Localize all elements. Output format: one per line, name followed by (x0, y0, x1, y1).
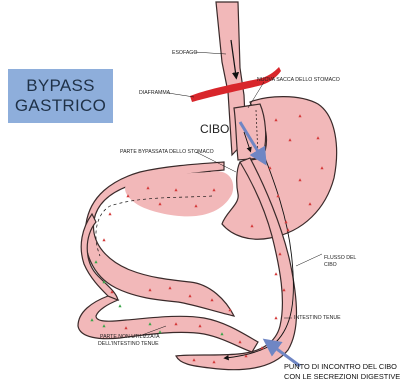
label-esofago: ESOFAGO (172, 50, 197, 56)
label-punto-1: PUNTO DI INCONTRO DEL CIBO (284, 362, 397, 371)
title-box: BYPASS GASTRICO (8, 69, 113, 123)
title-line-1: BYPASS (26, 76, 95, 96)
label-flusso-2: CIBO (324, 262, 337, 268)
leader-diaframma (168, 93, 194, 97)
bypassed-duodenum-body (125, 171, 233, 216)
villus-marker (274, 272, 277, 275)
label-intestino-tenue: INTESTINO TENUE (294, 315, 341, 321)
title-line-2: GASTRICO (15, 96, 106, 116)
label-cibo: CIBO (200, 122, 229, 136)
stomach-pouch (234, 104, 266, 160)
label-nuova-sacca: NUOVA SACCA DELLO STOMACO (257, 77, 340, 83)
label-parte-non-2: DELL'INTESTINO TENUE (98, 341, 159, 347)
villus-marker (102, 238, 105, 241)
label-flusso-1: FLUSSO DEL (324, 255, 356, 261)
villus-marker (108, 212, 111, 215)
label-diaframma: DIAFRAMMA (139, 90, 170, 96)
villus-marker (118, 304, 121, 307)
label-parte-non-1: PARTE NON UTILIZZATA (100, 334, 160, 340)
label-parte-bypassata: PARTE BYPASSATA DELLO STOMACO (120, 149, 214, 155)
villus-marker (274, 316, 277, 319)
leader-flusso (296, 254, 322, 266)
label-punto-2: CON LE SECREZIONI DIGESTIVE (284, 372, 400, 381)
